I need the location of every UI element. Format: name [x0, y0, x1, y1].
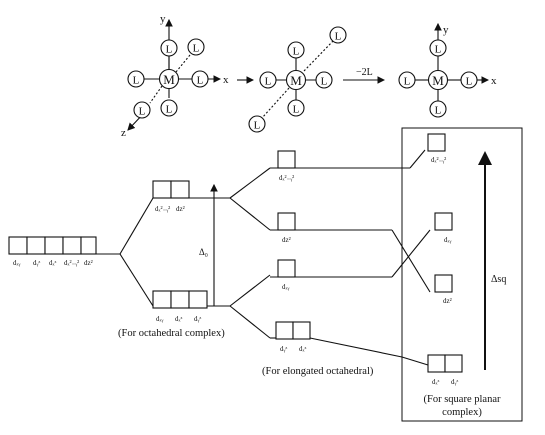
orbital-label: dₓᵧ	[444, 236, 452, 244]
ligand-label: L	[166, 44, 173, 56]
connector-line	[229, 197, 271, 231]
connector-line	[391, 229, 431, 293]
y-axis-label: y	[443, 24, 449, 36]
free-ion-level: dₓᵧ dᵧᶻ dₓᶻ dₓ²₋ᵧ² dz²	[8, 236, 97, 267]
octahedral-eg-level: dₓ²₋ᵧ² dz²	[152, 180, 190, 213]
z-axis-label: z	[121, 127, 126, 139]
orbital-label: dₓᵧ	[282, 283, 290, 291]
connector-line	[119, 197, 154, 255]
square-z2-level: dz²	[434, 274, 453, 305]
orbital-label: dᵧᶻ	[33, 259, 40, 267]
square-planar-molecule: M L L L L y x	[398, 22, 497, 118]
elongated-yz-xz-level: dᵧᶻ dₓᶻ	[270, 321, 403, 358]
square-x2y2-level: dₓ²₋ᵧ²	[427, 133, 446, 164]
metal-label: M	[432, 73, 444, 88]
metal-label: M	[163, 72, 175, 87]
orbital-label: dz²	[282, 236, 291, 244]
orbital-label: dₓᶻ	[432, 378, 440, 386]
elongated-z2-level: dz²	[270, 212, 392, 244]
connector-line	[409, 149, 426, 169]
connector-line	[401, 356, 429, 366]
orbital-label: dₓ²₋ᵧ²	[155, 205, 170, 213]
square-caption-line2: complex)	[442, 407, 482, 418]
orbital-label: dz²	[176, 205, 185, 213]
orbital-label: dₓ²₋ᵧ²	[64, 259, 79, 267]
orbital-label: dₓᶻ	[49, 259, 57, 267]
elongated-molecule: M L L L L L L	[248, 26, 347, 133]
ligand-label: L	[321, 76, 328, 88]
orbital-label: dₓᵧ	[156, 315, 164, 323]
elongated-xy-level: dₓᵧ	[270, 259, 392, 291]
connector-line	[229, 274, 271, 307]
connector-line	[119, 253, 154, 307]
orbital-label: dᵧᶻ	[451, 378, 458, 386]
ligand-label: L	[293, 104, 300, 116]
ligand-label: L	[466, 76, 473, 88]
ligand-label: L	[265, 76, 272, 88]
connector-line	[229, 167, 271, 199]
square-planar-panel	[401, 127, 523, 422]
metal-center	[158, 68, 180, 90]
delta-sq-label: Δsq	[491, 274, 506, 285]
ligand-label: L	[293, 46, 300, 58]
orbital-label: dz²	[443, 297, 452, 305]
orbital-label: dₓᶻ	[299, 345, 307, 353]
remove-ligands-label: −2L	[356, 67, 373, 78]
elongated-caption: (For elongated octahedral)	[262, 366, 374, 377]
y-axis-label: y	[160, 13, 166, 25]
ligand-label: L	[133, 75, 140, 87]
delta-o-label: Δ₀	[199, 247, 208, 257]
orbital-label: dᵧᶻ	[194, 315, 201, 323]
ligand-label: L	[193, 43, 200, 55]
connector-line	[391, 229, 431, 278]
ligand-label: L	[139, 106, 146, 118]
octahedral-molecule: M L L L L L L y x z	[121, 13, 229, 139]
square-caption-line1: (For square planar	[424, 394, 501, 405]
x-axis-label: x	[491, 75, 497, 87]
orbital-label: dₓ²₋ᵧ²	[279, 174, 294, 182]
ligand-label: L	[435, 44, 442, 56]
ligand-label: L	[335, 31, 342, 43]
octahedral-t2g-level: dₓᵧ dₓᶻ dᵧᶻ	[152, 290, 208, 323]
ligand-label: L	[435, 105, 442, 117]
orbital-label: dᵧᶻ	[280, 345, 287, 353]
octahedral-caption: (For octahedral complex)	[118, 328, 225, 339]
ligand-label: L	[254, 120, 261, 132]
connector-line	[229, 305, 271, 339]
orbital-label: dₓᶻ	[175, 315, 183, 323]
metal-label: M	[290, 73, 302, 88]
elongated-x2y2-level: dₓ²₋ᵧ²	[270, 150, 410, 182]
ligand-label: L	[404, 76, 411, 88]
orbital-label: dₓᵧ	[13, 259, 21, 267]
x-axis-label: x	[223, 74, 229, 86]
square-xy-level: dₓᵧ	[434, 212, 453, 244]
orbital-label: dₓ²₋ᵧ²	[431, 156, 446, 164]
ligand-label: L	[197, 75, 204, 87]
ligand-label: L	[166, 104, 173, 116]
square-xz-yz-level: dₓᶻ dᵧᶻ	[427, 354, 463, 386]
orbital-label: dz²	[84, 259, 93, 267]
